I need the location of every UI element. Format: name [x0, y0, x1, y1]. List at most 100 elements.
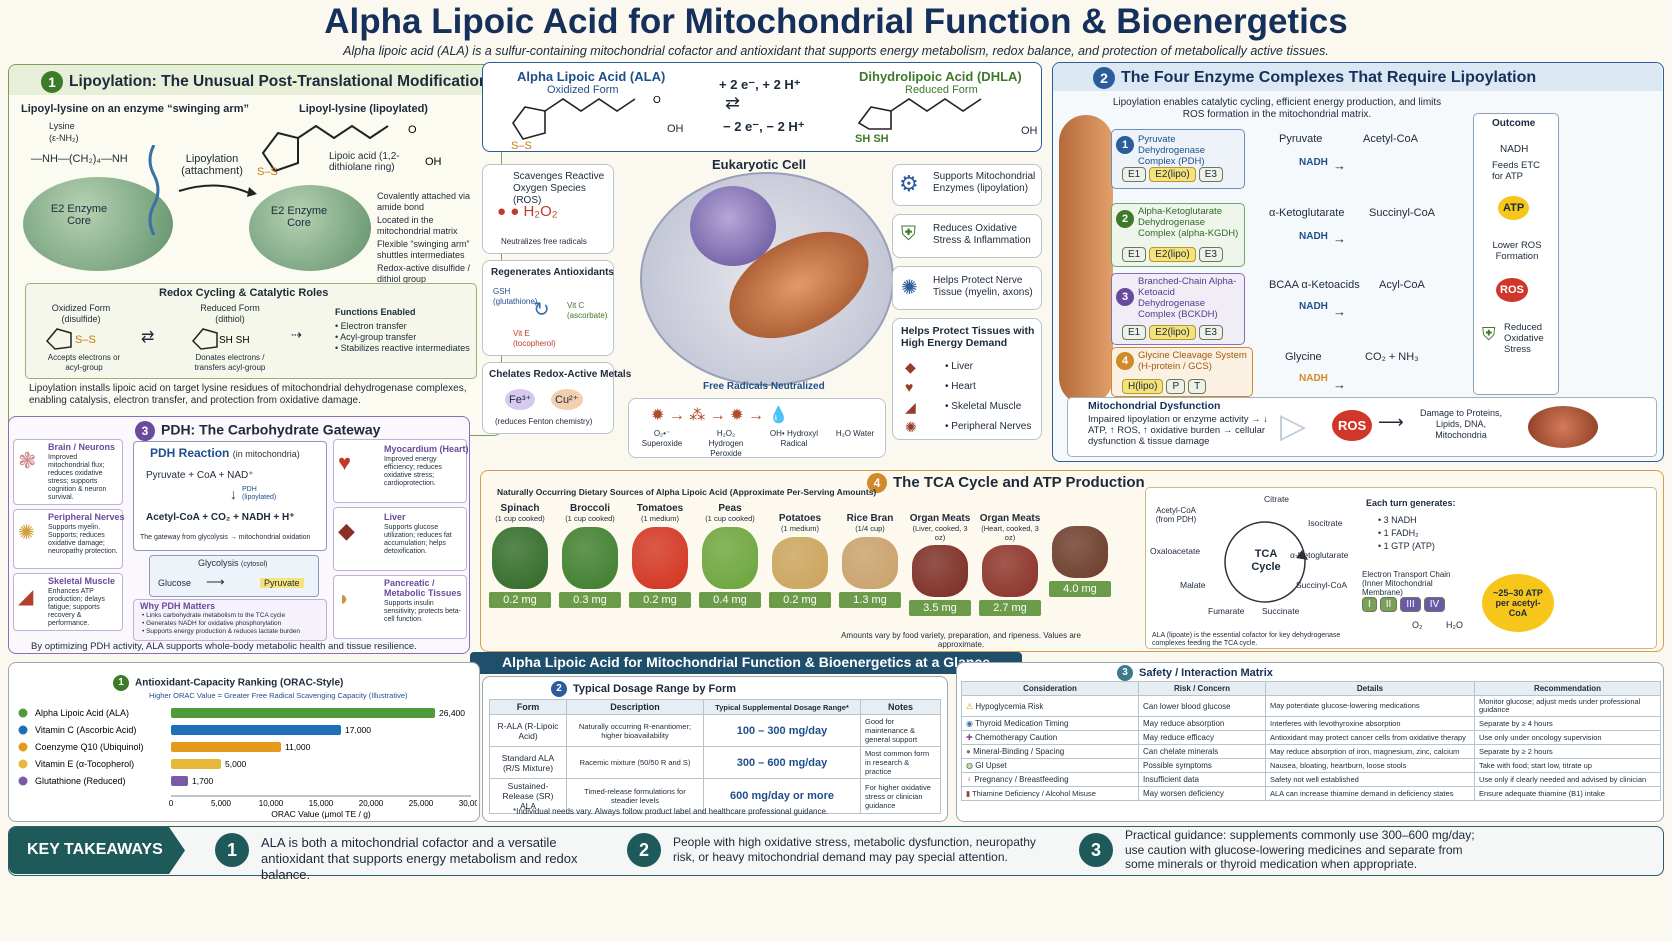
regen-title: Regenerates Antioxidants [491, 267, 614, 278]
gcs-product: CO₂ + NH₃ [1365, 351, 1419, 363]
tissue-text: Peripheral Nerves [951, 421, 1032, 432]
food-amount: 0.3 mg [559, 592, 621, 608]
reduced-note: Donates electrons / transfers acyl-group [194, 353, 266, 372]
lipoylation-arrow-icon [178, 184, 257, 197]
organ-name: Skeletal Muscle [48, 576, 116, 586]
gen-item: • 1 FADH₂ [1378, 528, 1419, 538]
organ-right-liver: ◆ Liver Supports glucose utilization; re… [333, 507, 467, 571]
food-card: Spinach(1 cup cooked)0.2 mg [487, 503, 553, 608]
section-title-text: Lipoylation: The Unusual Post-Translatio… [69, 73, 489, 91]
organ-left-brain: ❃ Brain / Neurons Improved mitochondrial… [13, 439, 123, 505]
reaction-arrows-icon: →→→→ [1333, 158, 1346, 392]
table-cell: ◉ Thyroid Medication Timing [961, 716, 1139, 731]
nerve-card: ✺ Helps Protect Nerve Tissue (myelin, ax… [892, 266, 1042, 310]
category-icon [18, 708, 28, 718]
table-cell: Standard ALA (R/S Mixture) [489, 746, 567, 779]
chelate-card: Chelates Redox-Active Metals Fe³⁺ Cu²⁺ (… [482, 362, 631, 434]
muscle-icon: ◢ [18, 586, 34, 608]
section-footer: By optimizing PDH activity, ALA supports… [31, 641, 417, 652]
organ-left-nerves: ✺ Peripheral Nerves Supports myelin. Sup… [13, 509, 125, 569]
akgdh-substrate: α-Ketoglutarate [1269, 207, 1345, 219]
cell-text: Pregnancy / Breastfeeding [974, 775, 1069, 784]
complex-name: Alpha-Ketoglutarate Dehydrogenase Comple… [1138, 206, 1239, 239]
table-cell: May reduce absorption [1138, 716, 1266, 731]
ala-structure-icon: S–SO [511, 95, 661, 149]
category-icon [18, 725, 28, 735]
tca-node-akg: α-Ketoglutarate [1290, 550, 1349, 560]
glance-banner [470, 652, 1022, 674]
category-label: Vitamin C (Ascorbic Acid) [35, 725, 136, 735]
etc-complex: I [1362, 597, 1377, 612]
food-image-icon [982, 545, 1038, 597]
foods-note: Amounts vary by food variety, preparatio… [841, 631, 1081, 649]
page-title: Alpha Lipoic Acid for Mitochondrial Func… [324, 2, 1348, 41]
why-item: • Generates NADH for oxidative phosphory… [142, 620, 282, 627]
mineral-icon: ● [966, 747, 974, 756]
section-footer: Lipoylation installs lipoic acid on targ… [29, 383, 467, 406]
complex-number: 2 [1116, 210, 1134, 228]
why-text: Generates NADH for oxidative phosphoryla… [146, 620, 282, 627]
lipoylation-arrow-label: Lipoylation (attachment) [181, 153, 243, 177]
ala-oh: OH [667, 123, 684, 135]
table-header: Form [489, 699, 567, 715]
organ-text: Supports myelin. Supports; reduces oxida… [48, 524, 118, 555]
table-cell: Possible symptoms [1138, 758, 1266, 773]
complex-name: Pyruvate Dehydrogenase Complex (PDH) [1138, 134, 1206, 167]
dysfunction-box: Mitochondrial Dysfunction Impaired lipoy… [1067, 397, 1657, 457]
data-label: 5,000 [225, 759, 247, 769]
subunit-pill: E3 [1198, 167, 1223, 182]
liver-icon: ◆ [338, 518, 355, 543]
section-header [9, 65, 500, 95]
each-turn-list: • 3 NADH • 1 FADH₂ • 1 GTP (ATP) [1378, 514, 1435, 553]
dhla-subtitle: Reduced Form [905, 84, 978, 96]
gsh-label: GSH (glutathione) [493, 287, 538, 306]
shield-icon: ⛨ [1482, 324, 1496, 344]
table-cell: Safety not well established [1265, 772, 1475, 787]
table-cell: Most common form in research & practice [860, 746, 941, 779]
cell-text: Mineral-Binding / Spacing [973, 747, 1065, 756]
category-label: Coenzyme Q10 (Ubiquinol) [35, 742, 144, 752]
radical-hydroxyl: OH• Hydroxyl Radical [769, 429, 819, 448]
food-image-icon [1052, 526, 1108, 578]
ala-title: Alpha Lipoic Acid (ALA) [517, 69, 666, 84]
arrow-down-icon: ↓ [230, 486, 237, 502]
category-label: Alpha Lipoic Acid (ALA) [35, 708, 129, 718]
food-serving: (1 medium) [781, 524, 819, 533]
damaged-mitochondrion-icon [1528, 406, 1598, 448]
glucose-label: Glucose [158, 578, 192, 588]
fact-item: Redox-active disulfide / dithiol group [377, 263, 471, 284]
tca-cycle-icon [1224, 521, 1308, 603]
bar [171, 776, 188, 786]
food-amount: 3.5 mg [909, 600, 971, 616]
bckdh-nadh: NADH [1299, 301, 1328, 312]
foods-title: Naturally Occurring Dietary Sources of A… [497, 487, 877, 497]
pdh-nadh: NADH [1299, 157, 1328, 168]
food-name: Organ Meats [979, 513, 1041, 524]
etc-label: Electron Transport Chain (Inner Mitochon… [1362, 570, 1451, 597]
cu-label: Cu²⁺ [551, 389, 583, 410]
subunit-pill-lipo: H(lipo) [1122, 379, 1164, 394]
radical-h2o2: H₂O₂ Hydrogen Peroxide [708, 429, 744, 458]
complex-number: 4 [1116, 352, 1134, 370]
table-cell: Separate by ≥ 4 hours [1474, 716, 1661, 731]
function-text: Acyl-group transfer [340, 332, 417, 342]
cell-text: Thyroid Medication Timing [975, 719, 1069, 728]
tissues-card: Helps Protect Tissues with High Energy D… [892, 318, 1042, 440]
dosage-table: Form Description Typical Supplemental Do… [489, 699, 941, 814]
epsilon-label: (ε-NH₂) [49, 133, 79, 143]
tca-box: Acetyl-CoA (from PDH) TCA Cycle Citrate … [1145, 487, 1657, 649]
complex-card-akgdh: 2 Alpha-Ketoglutarate Dehydrogenase Comp… [1111, 203, 1245, 267]
pancreas-icon: ◗ [338, 588, 351, 610]
